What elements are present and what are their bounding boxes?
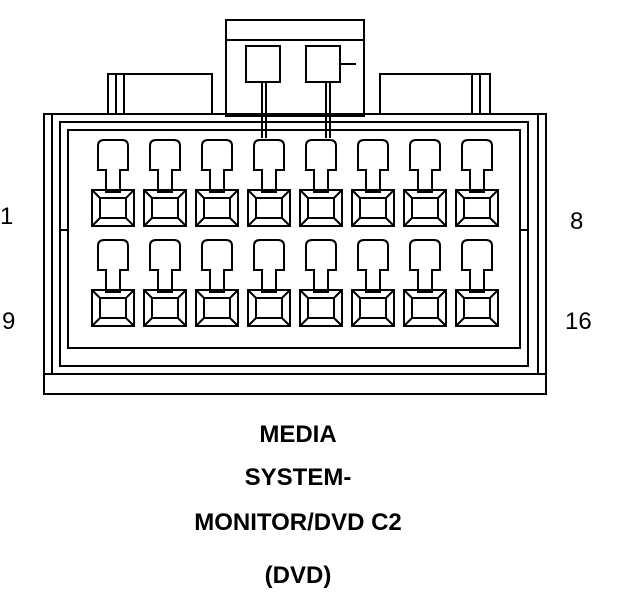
pin-label-9: 9	[2, 308, 16, 335]
pin-cavity-15	[403, 239, 447, 327]
pin-cavity-2	[143, 139, 187, 227]
connector-latch	[225, 19, 365, 138]
pin-cavity-13	[299, 239, 343, 327]
pin-label-16: 16	[565, 308, 592, 335]
pin-cavity-11	[195, 239, 239, 327]
pin-cavity-3	[195, 139, 239, 227]
pin-cavity-14	[351, 239, 395, 327]
pin-cavity-6	[351, 139, 395, 227]
pin-cavity-1	[91, 139, 135, 227]
pin-cavity-8	[455, 139, 499, 227]
pin-cavity-9	[91, 239, 135, 327]
pin-label-1: 1	[0, 203, 14, 230]
pin-cavity-12	[247, 239, 291, 327]
pin-cavity-5	[299, 139, 343, 227]
pin-cavity-4	[247, 139, 291, 227]
pin-cavity-16	[455, 239, 499, 327]
caption-line-2: SYSTEM-	[244, 464, 352, 491]
pin-cavities	[91, 139, 499, 327]
pin-cavity-10	[143, 239, 187, 327]
caption-line-3: MONITOR/DVD C2	[194, 509, 402, 536]
pin-label-8: 8	[570, 208, 584, 235]
pin-cavity-7	[403, 139, 447, 227]
caption-line-4: (DVD)	[264, 562, 332, 589]
caption-line-1: MEDIA	[259, 421, 337, 448]
connector-side-tabs	[107, 73, 491, 114]
connector-housing	[43, 113, 547, 395]
